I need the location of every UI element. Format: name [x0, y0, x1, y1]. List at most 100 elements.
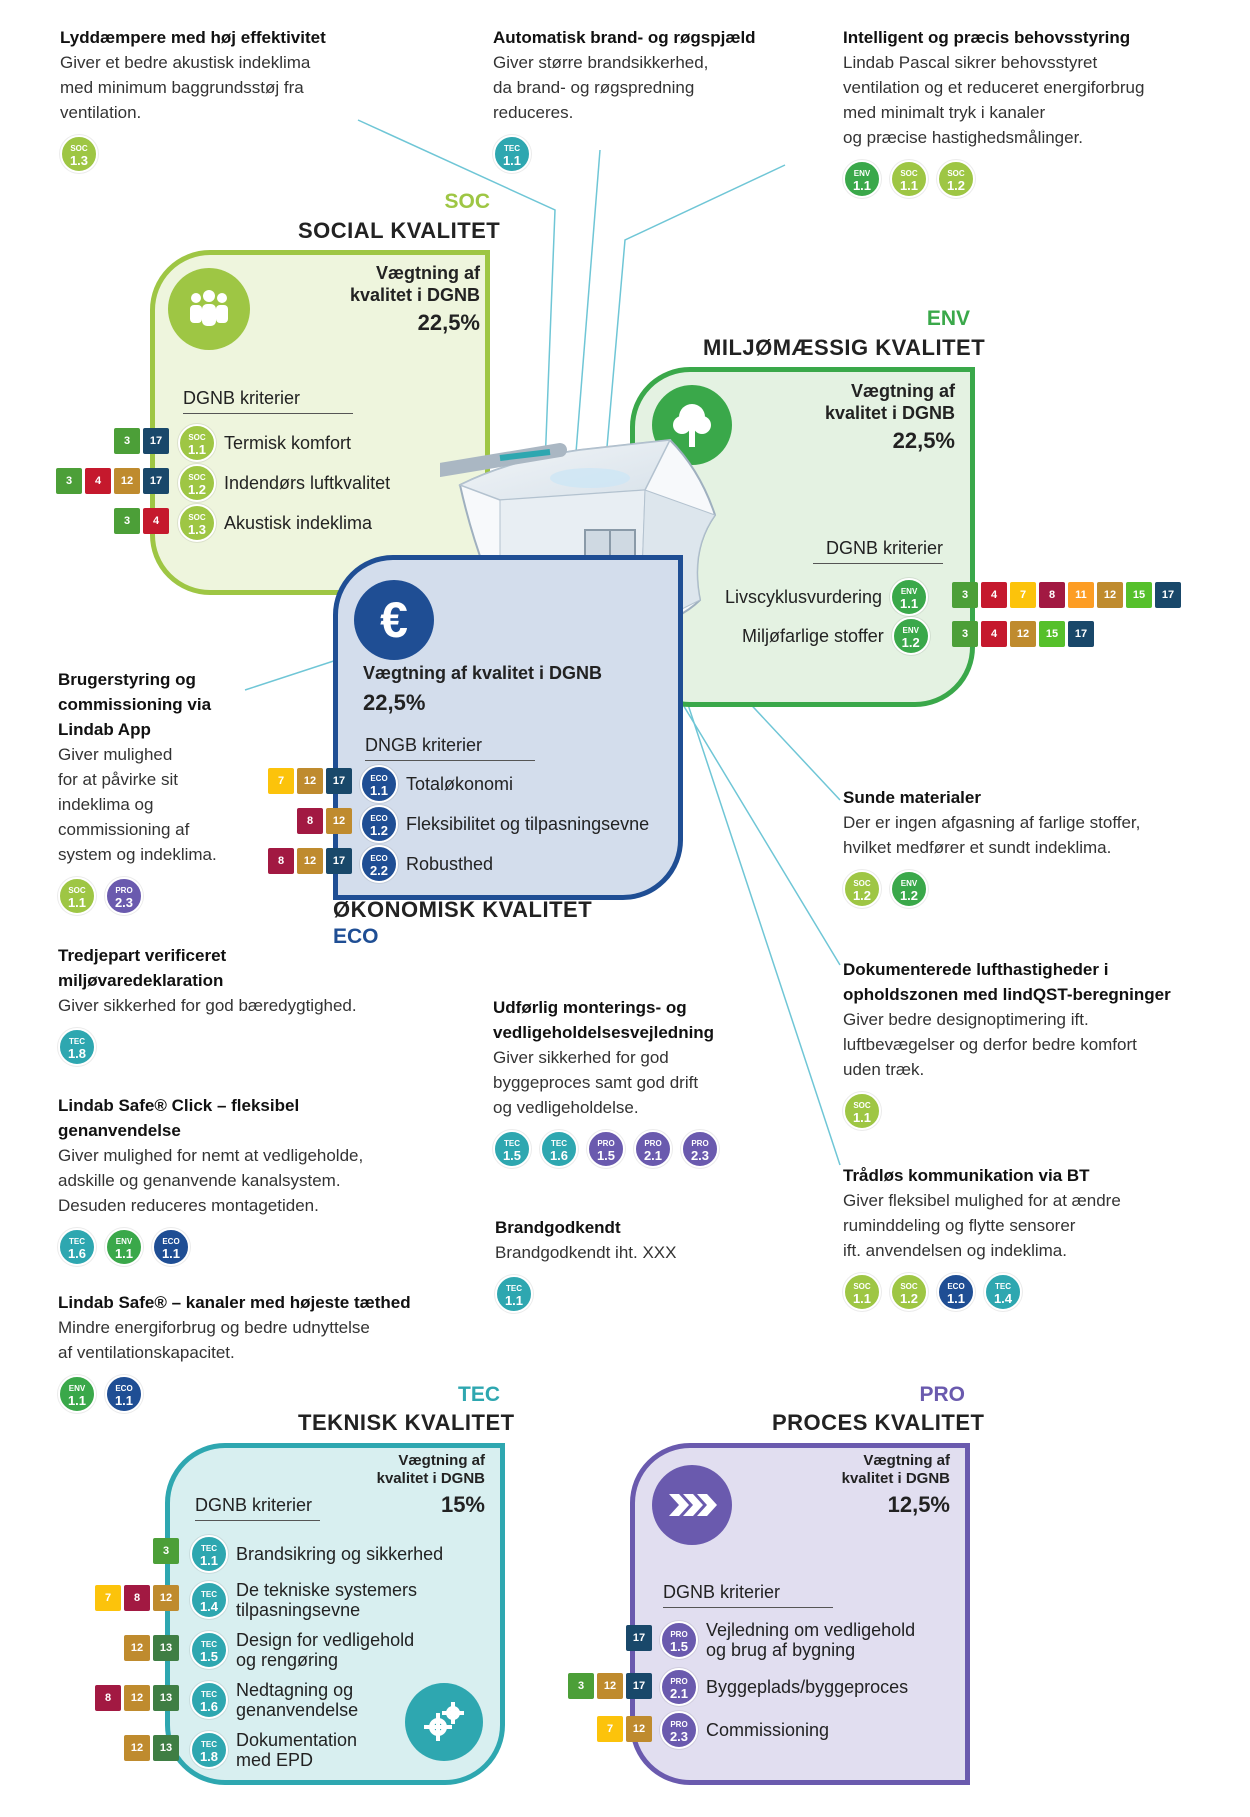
connector-3	[604, 164, 786, 471]
feature-desc: Giver mulighed for nemt at vedligeholde,…	[58, 1146, 364, 1215]
feature-epd: Tredjepart verificeret miljøvaredeklarat…	[58, 943, 418, 1066]
euro-icon: €	[354, 580, 434, 660]
feature-title: Lindab Safe® Click – fleksibel genanvend…	[58, 1096, 300, 1140]
feature-fire-damper: Automatisk brand- og røgspjæld Giver stø…	[493, 25, 803, 173]
feature-title: Automatisk brand- og røgspjæld	[493, 28, 756, 47]
feature-title: Udførlig monterings- og vedligeholdelses…	[493, 998, 715, 1042]
sdg-goal-12-icon: 12	[597, 1673, 623, 1699]
criterion-label: Livscyklusvurdering	[725, 587, 883, 607]
criterion-label: Byggeplads/byggeproces	[706, 1677, 909, 1697]
sdg-goal-8-icon: 8	[1039, 582, 1065, 608]
criterion-label: Fleksibilitet og tilpasningsevne	[406, 814, 650, 834]
sdg-goal-17-icon: 17	[1068, 621, 1094, 647]
tec-weight-label: Vægtning af kvalitet i DGNB	[376, 1452, 485, 1487]
criterion-label: Nedtagning og genanvendelse	[236, 1680, 359, 1720]
criterion-label: Termisk komfort	[224, 433, 352, 453]
feature-healthy-materials: Sunde materialer Der er ingen afgasning …	[843, 785, 1223, 908]
tec-title: TEKNISK KVALITET	[298, 1410, 515, 1435]
sdg-goal-7-icon: 7	[597, 1716, 623, 1742]
sdg-goal-12-icon: 12	[326, 808, 352, 834]
criterion-label: Akustisk indeklima	[224, 513, 373, 533]
feature-desc: Brandgodkendt iht. XXX	[495, 1243, 677, 1262]
sdg-goal-17-icon: 17	[1155, 582, 1181, 608]
feature-demand-control: Intelligent og præcis behovsstyring Lind…	[843, 25, 1223, 198]
sdg-goal-17-icon: 17	[626, 1625, 652, 1651]
sdg-goal-3-icon: 3	[568, 1673, 594, 1699]
criterion-label: Indendørs luftkvalitet	[224, 473, 391, 493]
sdg-goal-12-icon: 12	[124, 1685, 150, 1711]
pro-criteria-header: DGNB kriterier	[663, 1582, 833, 1608]
soc-weight-value: 22,5%	[417, 310, 480, 335]
feature-desc: Giver større brandsikkerhed, da brand- o…	[493, 53, 709, 122]
sdg-goal-13-icon: 13	[153, 1685, 179, 1711]
sdg-goal-12-icon: 12	[124, 1735, 150, 1761]
feature-air-velocity: Dokumenterede lufthastigheder i opholdsz…	[843, 957, 1233, 1130]
feature-desc: Giver sikkerhed for god byggeproces samt…	[493, 1048, 699, 1117]
sdg-goal-17-icon: 17	[143, 468, 169, 494]
feature-desc: Giver sikkerhed for god bæredygtighed.	[58, 996, 357, 1015]
env-weight-label: Vægtning af kvalitet i DGNB	[824, 381, 955, 423]
sdg-goal-17-icon: 17	[143, 428, 169, 454]
feature-title: Intelligent og præcis behovsstyring	[843, 28, 1131, 47]
sdg-goal-13-icon: 13	[153, 1735, 179, 1761]
sdg-goal-8-icon: 8	[124, 1585, 150, 1611]
sdg-goal-7-icon: 7	[1010, 582, 1036, 608]
feature-title: Dokumenterede lufthastigheder i opholdsz…	[843, 960, 1171, 1004]
sdg-goal-4-icon: 4	[981, 621, 1007, 647]
sdg-goal-12-icon: 12	[114, 468, 140, 494]
criterion-label: Vejledning om vedligehold og brug af byg…	[706, 1620, 916, 1660]
pro-tag: PRO	[919, 1383, 965, 1406]
env-criteria-header: DGNB kriterier	[813, 538, 943, 564]
env-tag: ENV	[926, 307, 970, 330]
eco-tag: ECO	[333, 925, 379, 948]
feature-desc: Giver et bedre akustisk indeklima med mi…	[60, 53, 311, 122]
env-weight-value: 22,5%	[892, 428, 955, 453]
sdg-goal-17-icon: 17	[326, 768, 352, 794]
feature-bluetooth: Trådløs kommunikation via BT Giver fleks…	[843, 1163, 1223, 1311]
feature-desc: Giver bedre designoptimering ift. luftbe…	[843, 1010, 1137, 1079]
sdg-goal-13-icon: 13	[153, 1635, 179, 1661]
sdg-goal-3-icon: 3	[153, 1538, 179, 1564]
feature-title: Lindab Safe® – kanaler med højeste tæthe…	[58, 1293, 411, 1312]
